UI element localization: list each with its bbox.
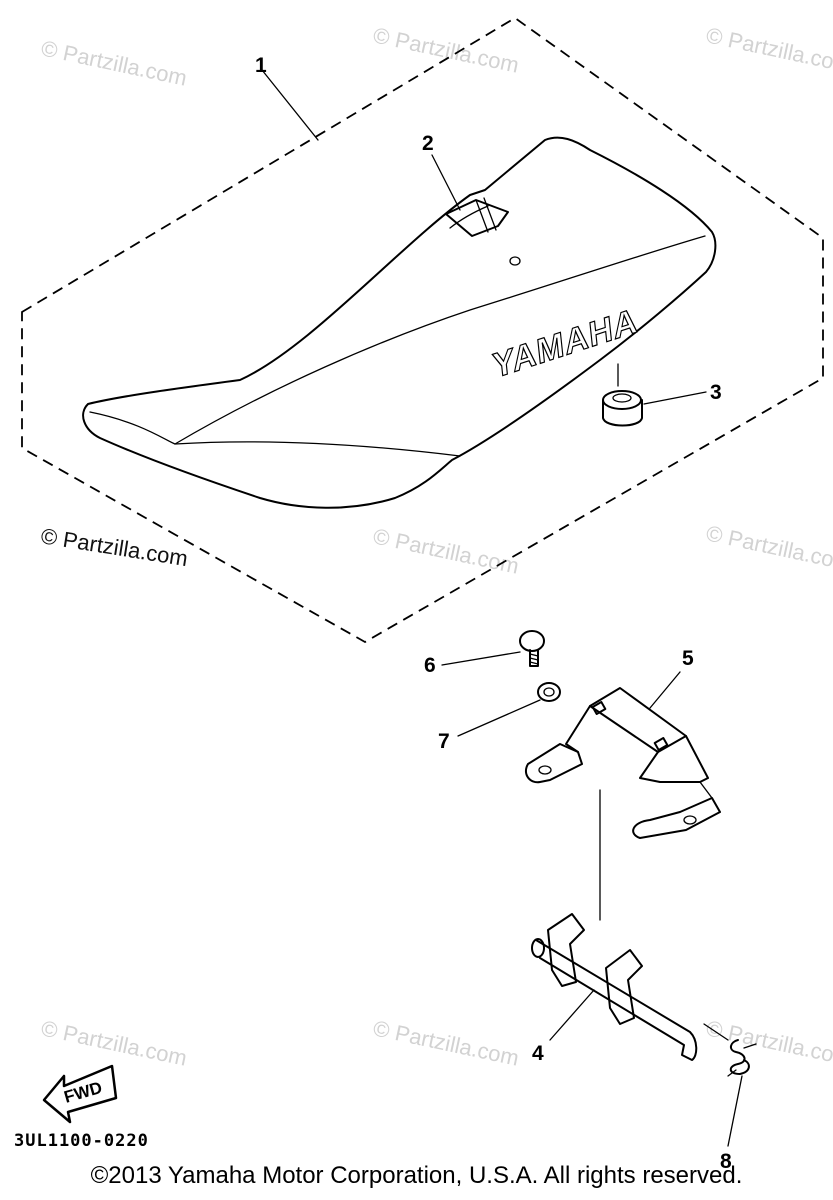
callout-8: 8 [720, 1150, 732, 1173]
watermark: © Partzilla.com [704, 22, 833, 77]
spring [727, 1039, 757, 1077]
seat-top-edge [89, 411, 461, 457]
callout-5: 5 [682, 647, 694, 670]
callout-4: 4 [532, 1042, 544, 1065]
seat-assembly: YAMAHA [82, 136, 717, 509]
leader-lines [261, 69, 743, 1147]
watermark-primary: © Partzilla.com [39, 523, 189, 571]
watermark: © Partzilla.com [39, 35, 189, 90]
part-code: 3UL1100-0220 [14, 1131, 149, 1151]
seat-front-crease [449, 205, 489, 229]
watermark: © Partzilla.com [371, 22, 521, 77]
callout-1: 1 [255, 54, 267, 77]
washer [537, 682, 561, 702]
watermark: © Partzilla.com [704, 1015, 833, 1070]
seat-bracket [524, 687, 721, 839]
watermark: © Partzilla.com [704, 520, 833, 575]
copyright-notice: ©2013 Yamaha Motor Corporation, U.S.A. A… [90, 1162, 743, 1189]
callout-7: 7 [438, 730, 450, 753]
watermark: © Partzilla.com [371, 1015, 521, 1070]
forward-arrow-icon: FWD [42, 1064, 118, 1124]
seat-hook-detail [475, 197, 497, 233]
seat-hole [509, 256, 521, 266]
callout-6: 6 [424, 654, 436, 677]
seat-side-line [174, 235, 706, 445]
watermark: © Partzilla.com [371, 523, 521, 578]
seat-hook [445, 199, 509, 237]
callout-3: 3 [710, 381, 722, 404]
watermark: © Partzilla.com [39, 1015, 189, 1070]
seat-damper [602, 363, 643, 427]
callout-2: 2 [422, 132, 434, 155]
bolt [519, 630, 545, 667]
seat-outline [82, 136, 717, 509]
hook-rod [531, 913, 698, 1061]
